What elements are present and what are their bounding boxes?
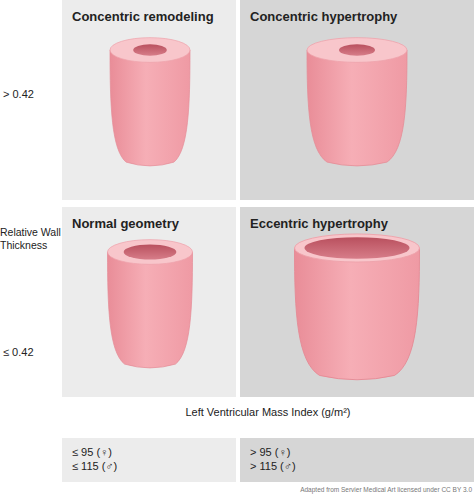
geometry-panel: Eccentric hypertrophy bbox=[240, 207, 474, 397]
panel-ground bbox=[62, 0, 236, 200]
ventricle-figure bbox=[295, 234, 420, 380]
ventricle-figure bbox=[110, 38, 190, 166]
axis-value: ≤ 0.42 bbox=[3, 346, 61, 359]
panel-ground bbox=[240, 0, 474, 200]
panel-ground bbox=[62, 207, 236, 397]
axis-title: Left Ventricular Mass Index (g/m²) bbox=[62, 406, 474, 419]
range-text: ≤ 95 (♀) bbox=[62, 445, 236, 459]
panel-title: Concentric remodeling bbox=[62, 0, 236, 24]
range-text: > 95 (♀) bbox=[240, 445, 474, 459]
ventricle-figure bbox=[307, 38, 407, 166]
range-text: ≤ 115 (♂) bbox=[62, 459, 236, 473]
range-box: ≤ 95 (♀)≤ 115 (♂) bbox=[62, 438, 236, 482]
geometry-panel: Concentric remodeling bbox=[62, 0, 236, 200]
panel-title: Concentric hypertrophy bbox=[240, 0, 474, 24]
range-box: > 95 (♀)> 115 (♂) bbox=[240, 438, 474, 482]
credit-note: Adapted from Servier Medical Art license… bbox=[150, 486, 472, 495]
panel-ground bbox=[240, 207, 474, 397]
axis-title: Relative Wall Thickness bbox=[0, 226, 61, 251]
panel-title: Eccentric hypertrophy bbox=[240, 207, 474, 231]
ventricle-figure bbox=[108, 240, 193, 368]
geometry-panel: Normal geometry bbox=[62, 207, 236, 397]
geometry-panel: Concentric hypertrophy bbox=[240, 0, 474, 200]
panel-title: Normal geometry bbox=[62, 207, 236, 231]
axis-value: > 0.42 bbox=[3, 88, 61, 101]
range-text: > 115 (♂) bbox=[240, 459, 474, 473]
